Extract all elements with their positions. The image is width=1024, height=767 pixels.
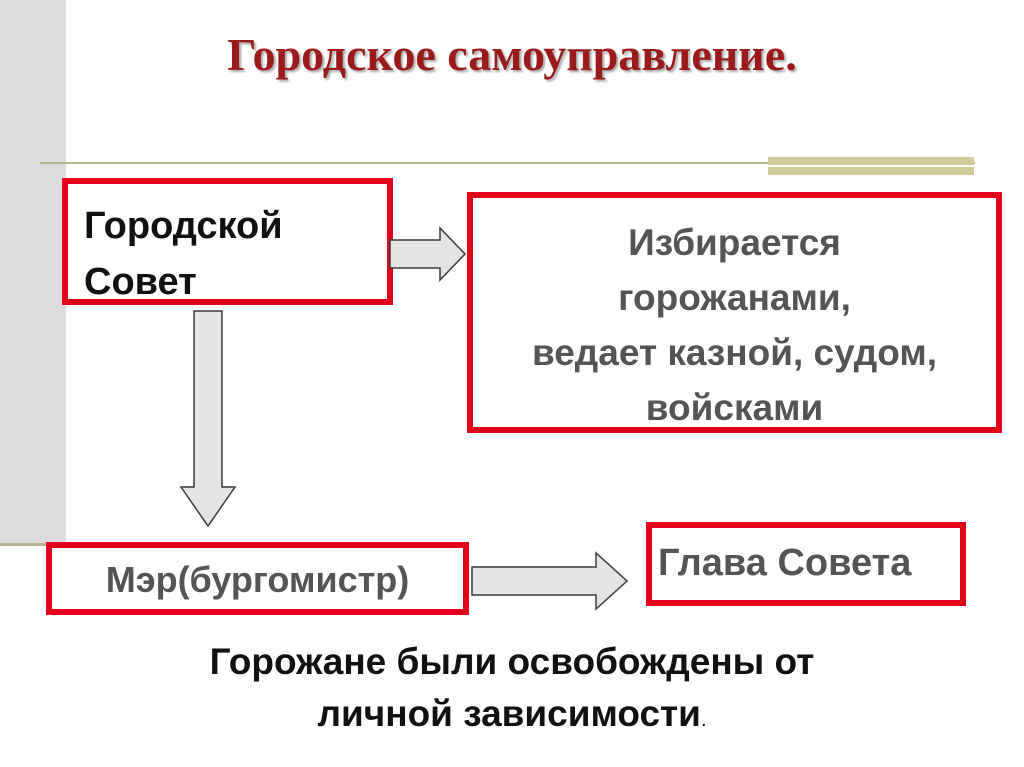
council-line-2: Совет — [84, 261, 197, 303]
mayor-box: Мэр(бургомистр) — [46, 542, 469, 615]
arrow-down-icon — [179, 310, 237, 528]
footer-text: Горожане были освобождены от личной зави… — [0, 636, 1024, 746]
arrow-right-icon — [471, 551, 629, 611]
mayor-label: Мэр(бургомистр) — [105, 559, 410, 600]
title-divider-line — [40, 162, 975, 164]
side-decoration-bar — [0, 0, 66, 546]
footer-dot: . — [700, 709, 707, 731]
council-box: Городской Совет — [62, 178, 393, 305]
footer-line-2-text: личной зависимости — [317, 693, 701, 734]
footer-line-2: личной зависимости. — [0, 688, 1024, 746]
slide-title: Городское самоуправление. — [227, 29, 797, 80]
council-text: Городской Совет — [84, 198, 283, 310]
footer-line-1: Горожане были освобождены от — [209, 641, 815, 682]
council-head-label: Глава Совета — [658, 542, 912, 584]
title-divider-accent — [768, 157, 974, 175]
council-line-1: Городской — [84, 205, 283, 247]
elected-box: Избирается горожанами, ведает казной, су… — [467, 192, 1002, 433]
arrow-right-icon — [389, 226, 467, 282]
elected-line-1: Избирается — [628, 222, 841, 263]
elected-line-3: ведает казной, судом, — [531, 332, 938, 373]
elected-text: Избирается горожанами, ведает казной, су… — [473, 215, 996, 435]
side-accent-line — [0, 543, 66, 546]
elected-line-2: горожанами, — [618, 277, 851, 318]
council-head-box: Глава Совета — [646, 522, 966, 606]
elected-line-4: войсками — [645, 387, 824, 428]
